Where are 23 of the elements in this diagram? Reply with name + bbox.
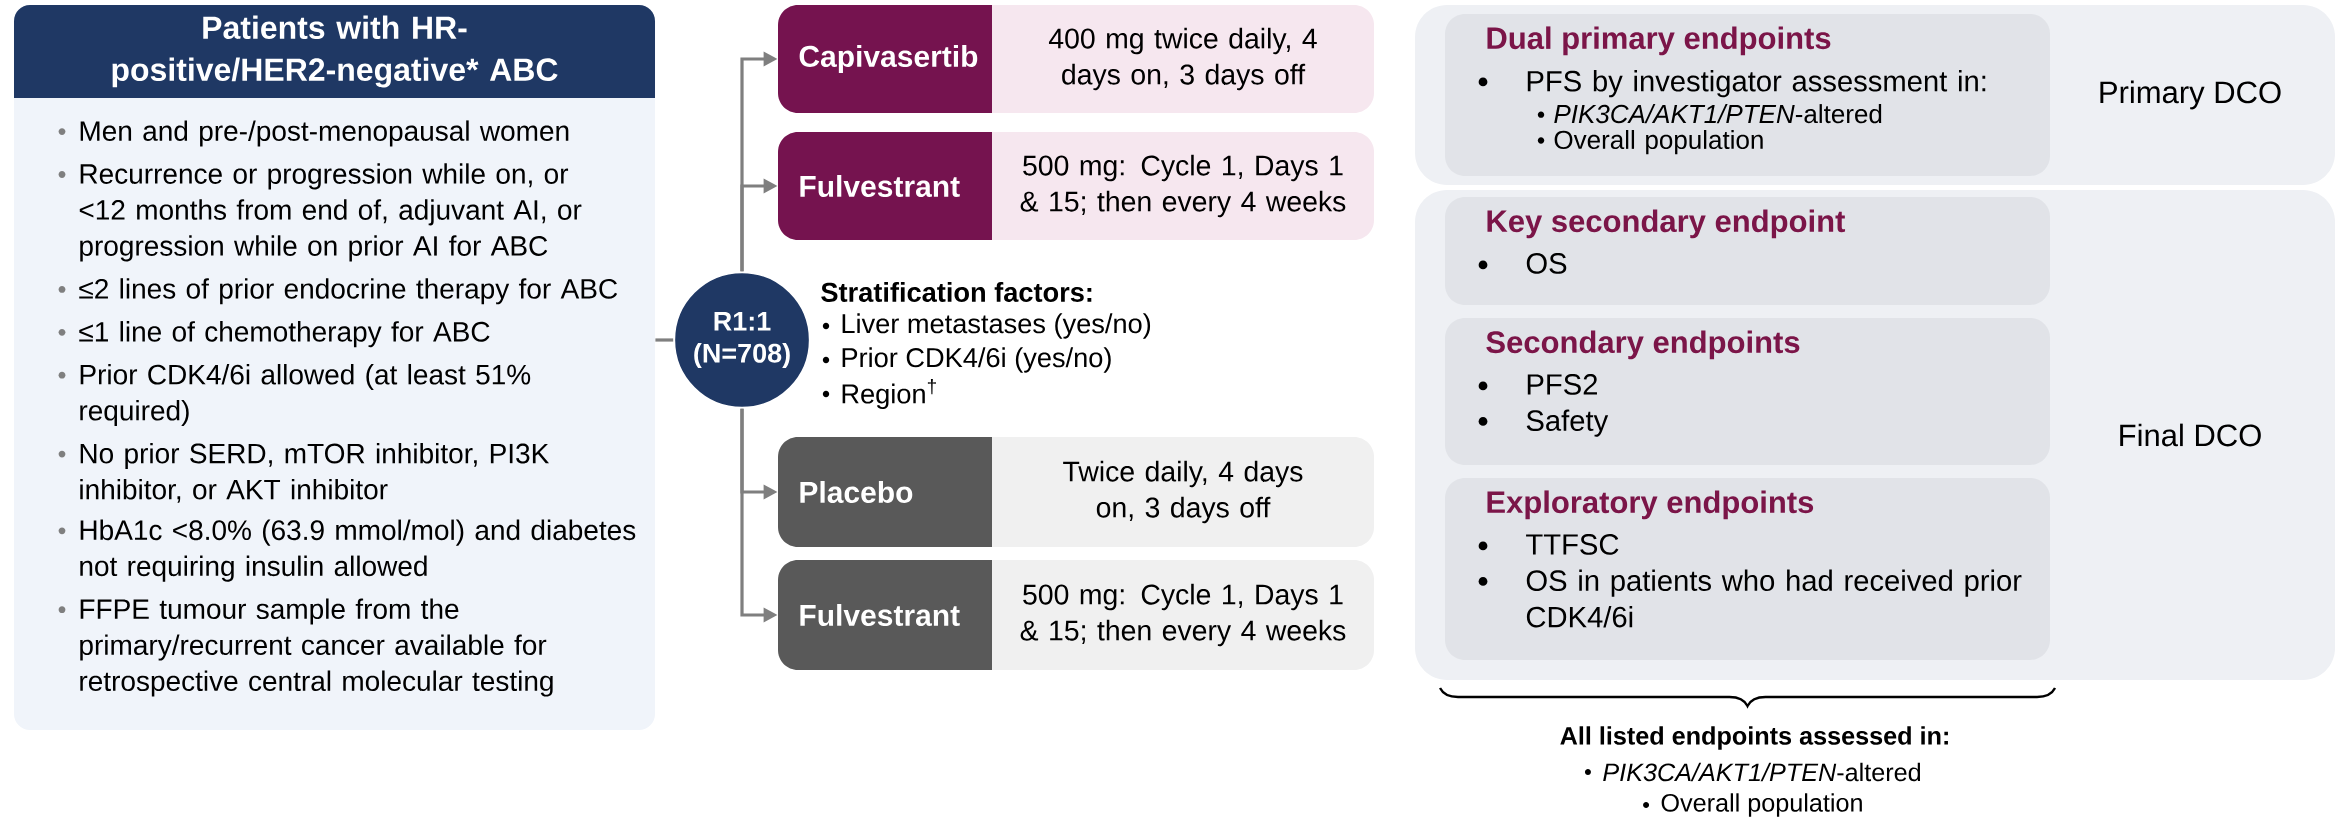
- stratification-item: Liver metastases (yes/no): [822, 313, 1151, 339]
- criteria-item: HbA1c <8.0% (63.9 mmol/mol) and diabetes not requiring insulin allowed: [58, 519, 636, 582]
- treatment-arm-box: Fulvestrant 500 mg: Cycle 1, Days 1 & 15; then every 4 weeks: [778, 560, 1374, 670]
- criteria-item: No prior SERD, mTOR inhibitor, PI3K inhibitor, or AKT inhibitor: [58, 442, 549, 503]
- stratification-item: Region$^{†}$: [822, 379, 936, 409]
- criteria-item: Recurrence or progression while on, or <12 months from end of, adjuvant AI, or progression while on prior AI for ABC: [58, 163, 582, 262]
- treatment-arm-box: Capivasertib 400 mg twice daily, 4 days on, 3 days off: [778, 5, 1374, 113]
- endpoint-box: Key secondary endpoint OS: [1445, 197, 2050, 305]
- endpoint-box: Exploratory endpoints TTFSC OS in patients who had received prior CDK4/6i: [1445, 478, 2050, 660]
- treatment-arm-box: Fulvestrant 500 mg: Cycle 1, Days 1 & 15; then every 4 weeks: [778, 132, 1374, 240]
- note-item: PIK3CA/AKT1/PTEN-altered: [1584, 762, 1921, 782]
- criteria-item: Men and pre-/post-menopausal women: [58, 120, 569, 147]
- treatment-arm-box: Placebo Twice daily, 4 days on, 3 days off: [778, 437, 1374, 547]
- note-heading: All listed endpoints assessed in:: [1560, 726, 1948, 750]
- criteria-item: Prior CDK4/6i allowed (at least 51% required): [58, 364, 531, 427]
- criteria-item: FFPE tumour sample from the primary/recurrent cancer available for retrospective central molecular testing: [58, 598, 553, 697]
- stratification-heading: Stratification factors:: [821, 282, 1092, 302]
- criteria-item: ≤1 line of chemotherapy for ABC: [58, 321, 490, 348]
- stratification-item: Prior CDK4/6i (yes/no): [822, 347, 1111, 373]
- endpoint-box: Secondary endpoints PFS2 Safety: [1445, 318, 2050, 465]
- endpoint-box: Dual primary endpoints PFS by investigator assessment in: PIK3CA/AKT1/PTEN-altered Overall population: [1445, 14, 2050, 176]
- note-item: Overall population: [1643, 793, 1862, 817]
- criteria-item: ≤2 lines of prior endocrine therapy for ABC: [58, 278, 618, 305]
